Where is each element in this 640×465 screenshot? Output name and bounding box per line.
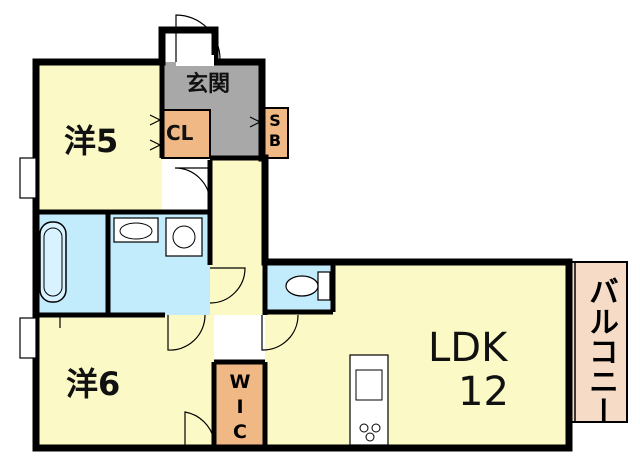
wic-letter-i: I bbox=[236, 396, 244, 418]
closet-outline bbox=[161, 109, 211, 159]
closet-label: CL bbox=[166, 121, 194, 145]
western-room-5-label: 洋5 bbox=[64, 122, 119, 160]
hallway-floor bbox=[210, 160, 265, 315]
shoe-box-floor bbox=[262, 108, 288, 158]
closet-door-marks bbox=[149, 114, 262, 151]
balcony-floor bbox=[568, 261, 628, 423]
wic-floor bbox=[214, 362, 265, 448]
toilet-icon bbox=[285, 271, 331, 301]
wic-letter-w: W bbox=[229, 371, 251, 393]
ldk-label: LDK bbox=[428, 325, 508, 371]
door-swings bbox=[59, 167, 299, 448]
entrance-door-gap bbox=[176, 55, 214, 66]
bathtub-icon bbox=[39, 221, 67, 303]
shoe-box-outline bbox=[261, 107, 289, 159]
balcony-label: バルコニー bbox=[583, 276, 618, 426]
shoe-box-label: S B bbox=[265, 111, 285, 151]
shoe-box-letter-b: B bbox=[268, 131, 282, 150]
washbasin-icon bbox=[113, 217, 159, 243]
shoe-box-letter-s: S bbox=[269, 111, 281, 130]
entrance-label: 玄関 bbox=[186, 72, 231, 97]
wic-label: W I C bbox=[222, 370, 258, 445]
kitchen-counter-icon bbox=[349, 354, 389, 446]
western-room-6-floor bbox=[36, 315, 214, 448]
ldk-size-label: 12 bbox=[458, 369, 509, 415]
wic-letter-c: C bbox=[233, 421, 247, 443]
western-room-6-label: 洋6 bbox=[66, 365, 121, 403]
washing-machine-icon bbox=[165, 217, 203, 257]
western-room-5-floor bbox=[36, 62, 162, 212]
windows bbox=[19, 157, 37, 359]
closet-floor bbox=[162, 110, 210, 158]
entrance-door-swing bbox=[175, 14, 221, 62]
